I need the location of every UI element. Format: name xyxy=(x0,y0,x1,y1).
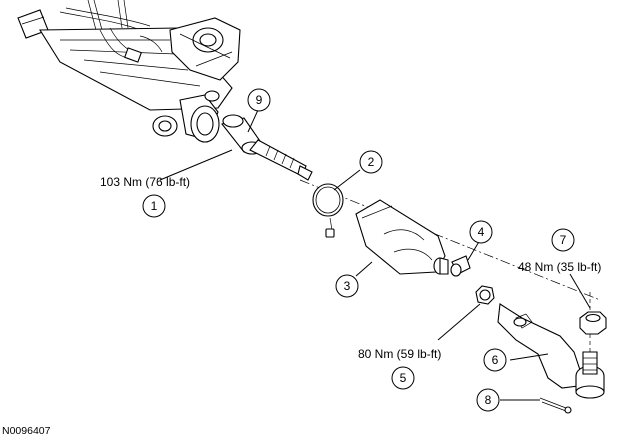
part-2-boot-clamp xyxy=(312,183,344,238)
torque-label-5: 80 Nm (59 lb-ft) xyxy=(358,347,441,361)
part-6-outer-tie-rod-end xyxy=(497,303,605,399)
svg-text:6: 6 xyxy=(492,353,499,367)
figure-id: N0096407 xyxy=(2,425,51,437)
svg-text:3: 3 xyxy=(344,279,351,293)
svg-text:4: 4 xyxy=(478,225,485,239)
part-1-inner-tie-rod xyxy=(249,139,313,181)
svg-text:5: 5 xyxy=(400,371,407,385)
part-5-jam-nut xyxy=(475,285,495,305)
callout-1: 1 xyxy=(142,194,166,218)
svg-text:9: 9 xyxy=(256,93,263,107)
svg-text:1: 1 xyxy=(151,199,158,213)
callout-3: 3 xyxy=(335,274,359,298)
svg-text:8: 8 xyxy=(485,393,492,407)
callout-9: 9 xyxy=(247,88,271,112)
callout-7: 7 xyxy=(551,228,575,252)
part-7-tie-rod-end-nut xyxy=(579,292,607,352)
callout-8: 8 xyxy=(476,388,500,412)
svg-text:2: 2 xyxy=(368,155,375,169)
torque-label-1: 103 Nm (76 lb-ft) xyxy=(100,175,190,189)
torque-label-7: 48 Nm (35 lb-ft) xyxy=(518,260,601,274)
callout-6: 6 xyxy=(483,348,507,372)
part-4-boot-clamp-small xyxy=(450,255,471,277)
callout-5: 5 xyxy=(391,366,415,390)
callout-2: 2 xyxy=(359,150,383,174)
part-3-bellows-boot xyxy=(355,199,449,275)
steering-gear-housing xyxy=(17,0,241,143)
svg-text:7: 7 xyxy=(560,233,567,247)
leader-lines xyxy=(159,109,591,401)
callout-4: 4 xyxy=(469,220,493,244)
part-8-cotter-pin xyxy=(539,397,572,414)
